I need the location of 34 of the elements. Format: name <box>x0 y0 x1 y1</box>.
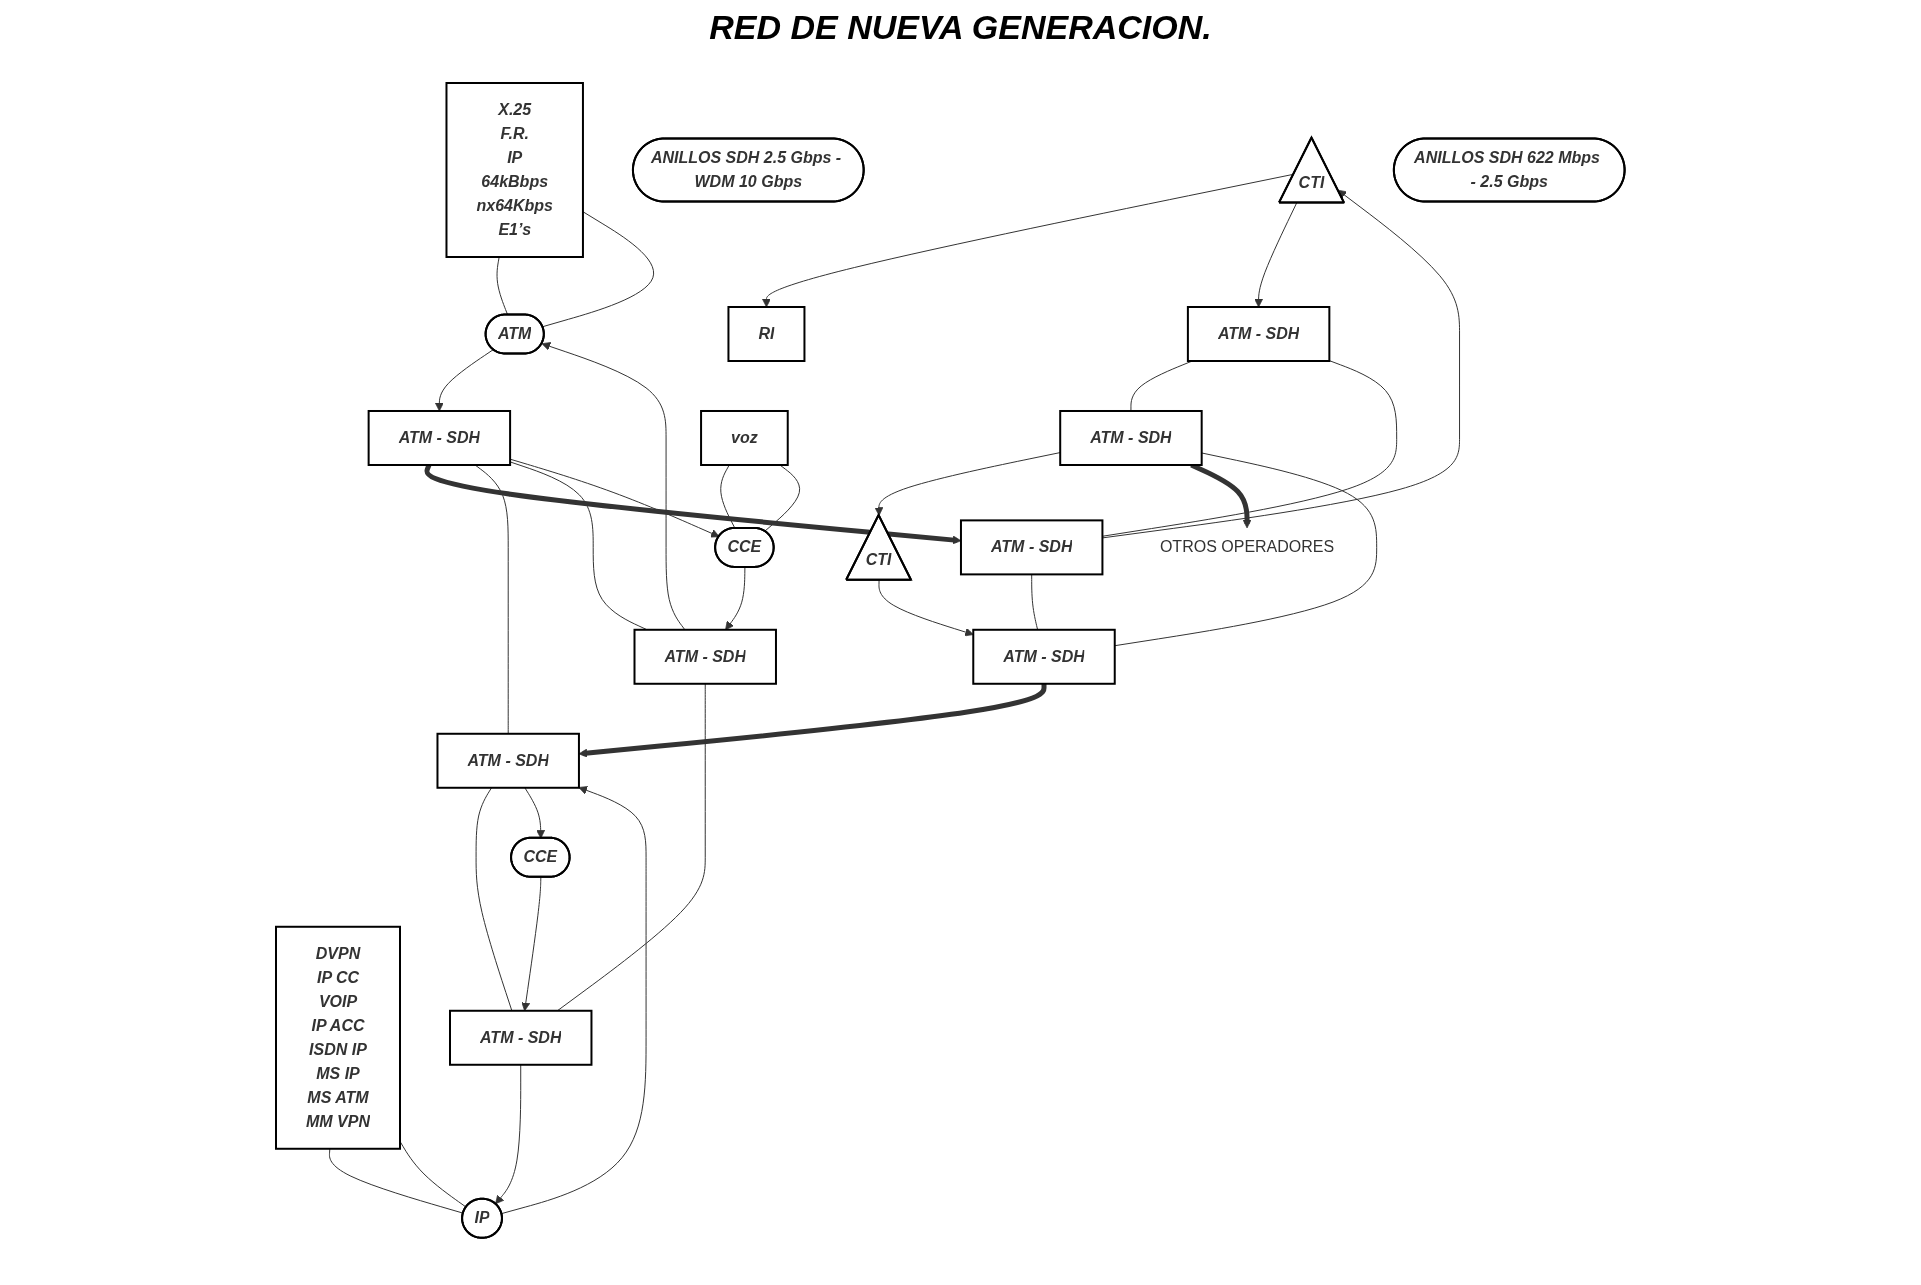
node-box: voz <box>699 409 789 466</box>
arrow <box>434 348 494 411</box>
arrow <box>1253 202 1297 307</box>
arrow <box>509 458 720 538</box>
connector <box>328 1147 464 1214</box>
arrow <box>494 1063 521 1204</box>
connector <box>719 464 736 529</box>
connector <box>763 464 800 532</box>
node-box: DVPN IP CC VOIP IP ACC ISDN IP MS IP MS ATM MM VPN <box>274 925 401 1150</box>
node-box: ATM - SDH <box>448 1009 593 1066</box>
connector <box>496 256 508 316</box>
arrow <box>578 683 1047 758</box>
arrow <box>524 786 545 839</box>
node-text: OTROS OPERADORES <box>1159 537 1334 555</box>
diagram-title: RED DE NUEVA GENERACION. <box>708 8 1213 47</box>
arrow <box>761 173 1295 307</box>
connector <box>1130 360 1193 412</box>
node-box: ATM - SDH <box>959 519 1104 575</box>
node-box: ATM - SDH <box>633 628 777 685</box>
node-box: ATM - SDH <box>367 409 511 466</box>
node-box: X.25 F.R. IP 64kBbps nx64Kbps E1’s <box>445 81 584 258</box>
connector <box>556 682 706 1011</box>
node-box: ATM - SDH <box>436 732 580 789</box>
connector <box>474 464 509 734</box>
node-box: ATM - SDH <box>1186 305 1331 362</box>
node-box: RI <box>727 305 806 362</box>
arrow <box>541 341 686 630</box>
node-box: ATM - SDH <box>972 628 1116 685</box>
arrow <box>521 876 542 1011</box>
connector <box>1030 573 1038 630</box>
arrow <box>724 566 746 630</box>
connector <box>475 786 513 1011</box>
connector <box>541 210 654 327</box>
node-box: ATM - SDH <box>1058 409 1203 466</box>
